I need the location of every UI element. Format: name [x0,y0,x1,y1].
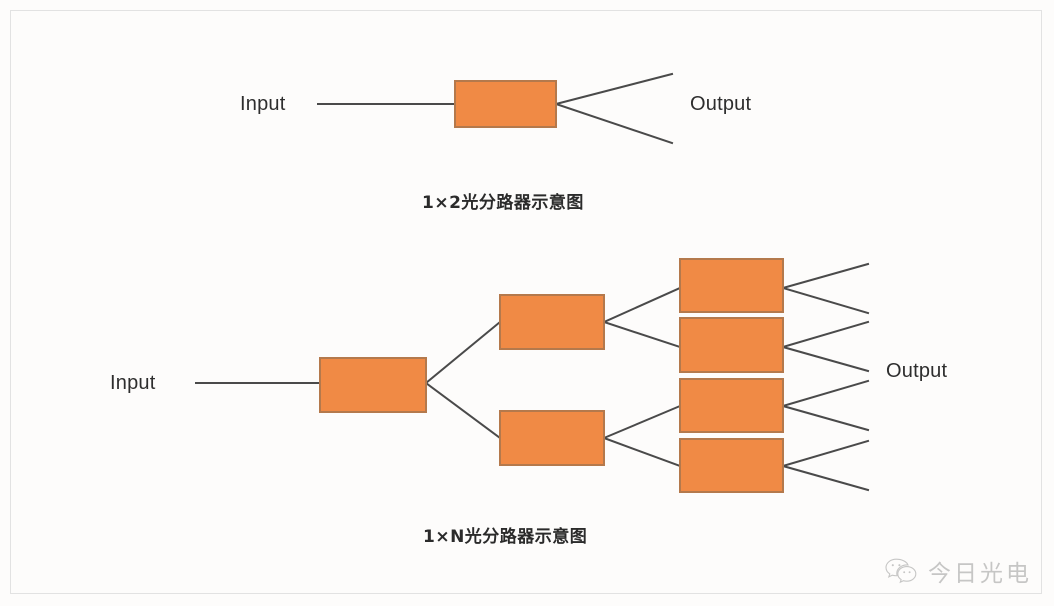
splitter-1xN-output-line-1b [781,286,870,315]
output-label-1x2: Output [690,93,752,115]
splitter-1xN-output-line-3a [781,379,870,408]
splitter-1xN-stage3-box-4 [679,438,784,493]
splitter-1xN-stage2top-to-stage3-2 [602,320,682,349]
splitter-1xN-stage1-to-stage2-bottom [424,381,502,440]
splitter-1xN-output-line-2b [781,345,870,373]
splitter-1xN-stage2bottom-to-stage3-3 [602,404,682,440]
splitter-1xN-output-line-3b [781,404,870,432]
splitter-1x2-splitter-box-1x2 [454,80,557,128]
splitter-1xN-stage3-box-2 [679,317,784,373]
output-label-1xn: Output [886,360,948,382]
splitter-1xN-stage3-box-3 [679,378,784,433]
watermark-text: 今日光电 [928,561,1032,587]
splitter-1xN-stage2bottom-to-stage3-4 [602,436,682,468]
splitter-1xN-output-line-1a [781,262,870,290]
splitter-1xN-stage2top-to-stage3-1 [602,286,682,324]
watermark: 今日光电 [884,554,1032,588]
input-label-1xn: Input [110,372,156,394]
splitter-1xN-stage2-box-top [499,294,605,350]
splitter-1xN-output-line-2a [781,320,870,349]
splitter-1xN-stage2-box-bottom [499,410,605,466]
splitter-1xN-stage1-box [319,357,427,413]
caption-1x2: 1×2光分路器示意图 [422,193,584,213]
input-label-1x2: Input [240,93,286,115]
splitter-1xN-output-line-4a [781,439,870,468]
splitter-1xN-output-line-4b [781,464,870,492]
splitter-1x2-output-line-2 [554,102,674,145]
connector-lines-layer [195,72,870,492]
wechat-icon [884,556,918,586]
caption-1xn: 1×N光分路器示意图 [423,527,588,547]
splitter-1xN-stage1-to-stage2-top [424,320,502,385]
splitter-1xN-stage3-box-1 [679,258,784,313]
splitter-1x2-output-line-1 [554,72,674,106]
splitter-boxes-layer [319,80,784,493]
